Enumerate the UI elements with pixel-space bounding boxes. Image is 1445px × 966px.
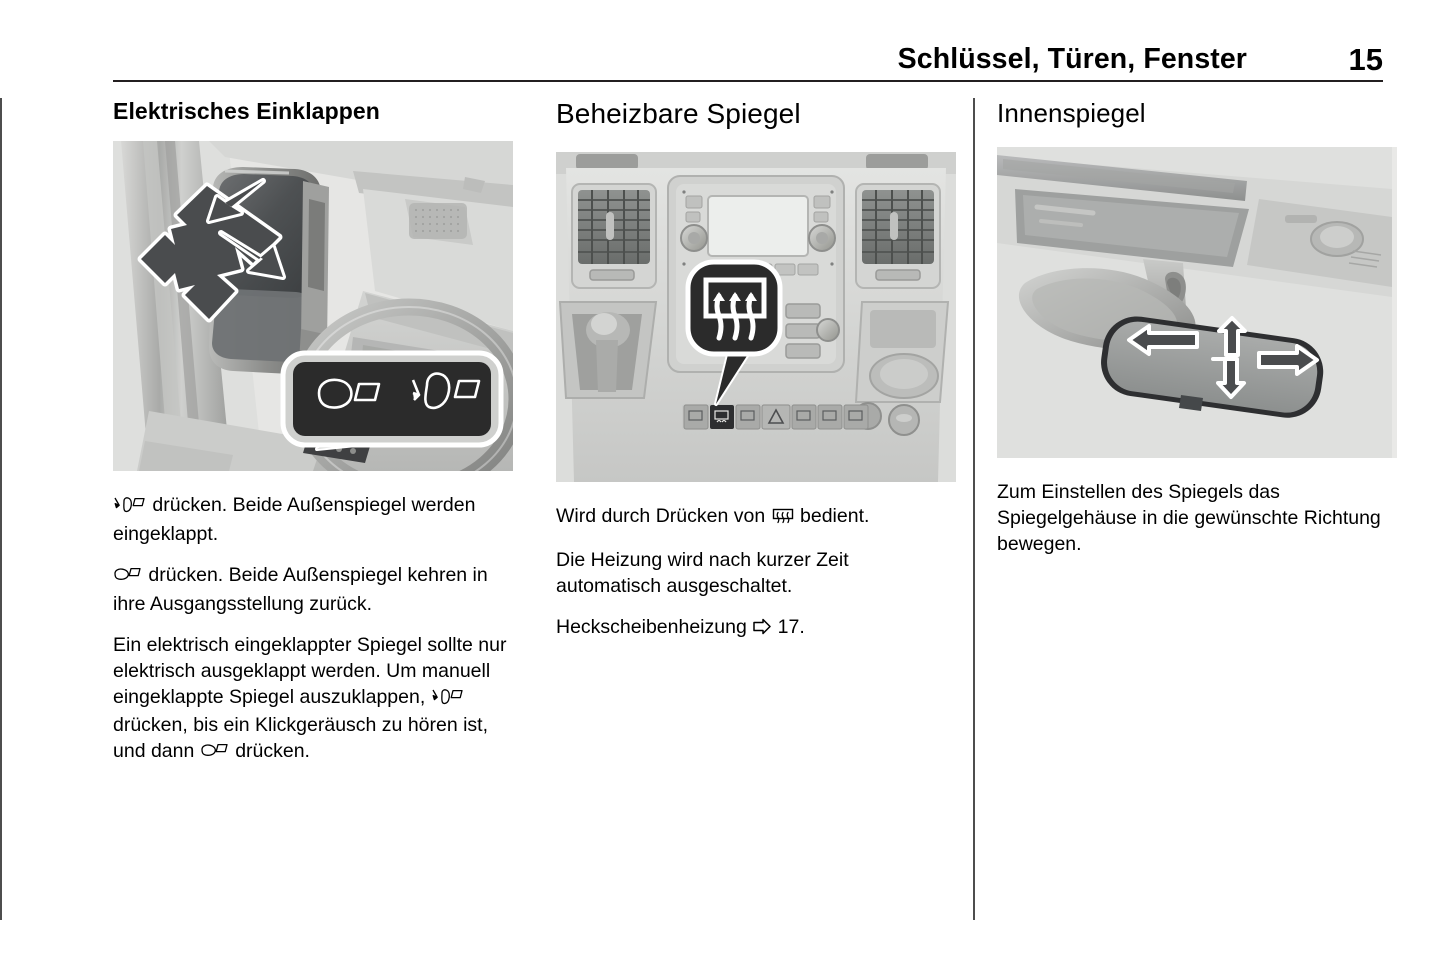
rear-window-heating-callout xyxy=(685,259,783,357)
paragraph-unfold-mirrors-text: drücken. Beide Außenspiegel kehren in ih… xyxy=(113,563,488,615)
paragraph-fold-mirrors-text: drücken. Beide Außenspiegel werden einge… xyxy=(113,494,476,545)
page-number: 15 xyxy=(1348,42,1383,77)
paragraph-unfold-mirrors: drücken. Beide Außenspiegel kehren in ih… xyxy=(113,563,513,618)
cross-reference-label: Heckscheibenheizung xyxy=(556,615,747,638)
paragraph-manual-fold-note-text-b: drücken, bis ein Klickgeräusch zu hören … xyxy=(113,714,489,763)
page-title: Schlüssel, Türen, Fenster xyxy=(897,43,1247,75)
center-console-heated-mirror-button-illustration xyxy=(556,152,956,482)
column-left: Elektrisches Einklappen xyxy=(113,98,513,768)
section-title-heated-mirrors: Beheizbare Spiegel xyxy=(556,98,801,129)
section-title-electric-folding: Elektrisches Einklappen xyxy=(113,98,380,124)
mirror-fold-symbol xyxy=(431,688,465,714)
paragraph-heated-mirror-operation-text-b: bedient. xyxy=(800,505,870,527)
mirror-unfold-symbol xyxy=(200,742,230,768)
paragraph-auto-switch-off: Die Heizung wird nach kurzer Zeit automa… xyxy=(556,548,849,597)
column-middle: Beheizbare Spiegel xyxy=(556,98,956,644)
paragraph-cross-reference-rear-window-heating: Heckscheibenheizung 17. xyxy=(556,615,956,644)
paragraph-manual-fold-note-text-c: drücken. xyxy=(235,740,310,763)
console-switch-row xyxy=(682,404,869,430)
paragraph-interior-mirror-adjust: Zum Einstellen des Spiegels das Spiegelg… xyxy=(997,481,1381,555)
paragraph-heated-mirror-operation: Wird durch Drücken von bedient. xyxy=(556,504,956,533)
mirror-unfold-symbol xyxy=(113,566,143,592)
cross-reference-arrow xyxy=(752,618,772,644)
column-divider-2 xyxy=(973,98,975,920)
rear-window-heating-icon xyxy=(771,507,795,533)
paragraph-manual-fold-note-text-a: Ein elektrisch eingeklappter Spiegel sol… xyxy=(113,633,507,708)
paragraph-fold-mirrors: drücken. Beide Außenspiegel werden einge… xyxy=(113,493,513,548)
interior-rearview-mirror-illustration xyxy=(997,147,1397,458)
page-header: Schlüssel, Türen, Fenster 15 xyxy=(113,38,1383,82)
cross-reference-page: 17. xyxy=(777,615,805,638)
column-divider-1 xyxy=(0,98,2,920)
paragraph-manual-fold-note: Ein elektrisch eingeklappter Spiegel sol… xyxy=(113,633,513,769)
column-right: Innenspiegel xyxy=(997,98,1397,558)
mirror-fold-symbol xyxy=(113,496,147,522)
mirror-switch-callout-panel xyxy=(280,350,504,448)
mirror-direction-arrows xyxy=(1127,316,1319,399)
exterior-mirror-folding-illustration xyxy=(113,141,513,471)
paragraph-heated-mirror-operation-text-a: Wird durch Drücken von xyxy=(556,505,766,527)
section-title-interior-mirror: Innenspiegel xyxy=(997,98,1146,128)
rear-window-heating-icon xyxy=(703,277,767,341)
